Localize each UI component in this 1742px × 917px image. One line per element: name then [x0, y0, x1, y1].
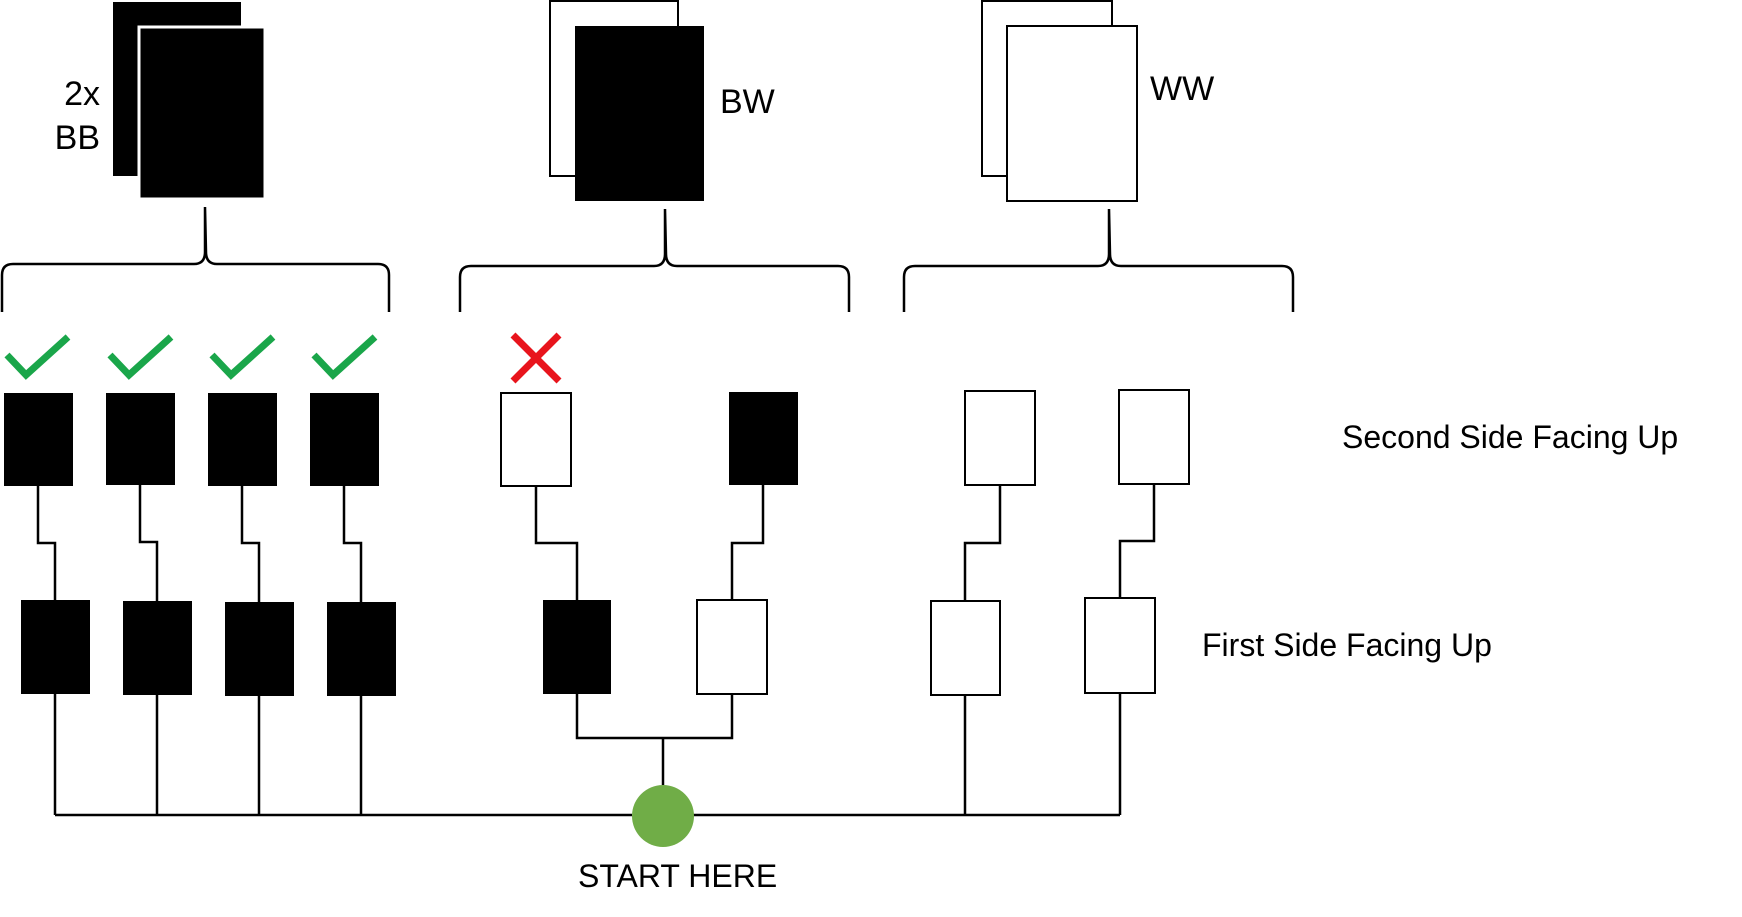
second-side-card: [964, 390, 1036, 486]
brace-bw: [458, 208, 851, 312]
cross-icon: [510, 332, 562, 384]
check-icon: [107, 334, 174, 380]
first-side-card: [123, 601, 192, 695]
start-here-label: START HERE: [578, 858, 778, 894]
first-side-label: First Side Facing Up: [1202, 627, 1492, 663]
card-bw-front: [575, 26, 704, 201]
connector: [534, 486, 579, 601]
connector: [240, 485, 261, 603]
second-side-card: [208, 393, 277, 486]
first-side-card: [543, 600, 611, 694]
second-side-row: [4, 389, 1190, 487]
connector: [36, 485, 57, 601]
start-circle-icon: [632, 785, 694, 847]
connector: [342, 485, 363, 603]
card-bb-group: [113, 2, 267, 201]
ww-card-label: WW: [1150, 70, 1215, 108]
first-side-row: [21, 597, 1156, 696]
check-icon: [311, 334, 378, 380]
second-side-card: [1118, 389, 1190, 485]
first-side-card: [327, 602, 396, 696]
connector: [730, 484, 765, 600]
card-ww-front: [1006, 25, 1138, 202]
card-bb-front: [137, 25, 267, 201]
tree-line: [575, 693, 734, 740]
bb-label-line2: BB: [54, 119, 100, 157]
second-side-card: [106, 393, 175, 485]
second-side-card: [4, 393, 73, 486]
bw-card-label: BW: [720, 83, 775, 121]
first-side-card: [930, 600, 1001, 696]
brace-bb: [0, 206, 391, 312]
first-side-card: [696, 599, 768, 695]
card-ww-group: [981, 0, 1138, 202]
second-side-card: [310, 393, 379, 486]
connector: [963, 485, 1002, 601]
card-connectors: [36, 484, 1156, 603]
check-icon: [209, 334, 276, 380]
start-tree: [53, 693, 1122, 817]
first-side-card: [225, 602, 294, 696]
marks: [4, 332, 562, 384]
card-bw-group: [549, 0, 704, 201]
check-icon: [4, 334, 71, 380]
second-side-label: Second Side Facing Up: [1342, 419, 1679, 455]
second-side-card: [500, 392, 572, 487]
brace-ww: [902, 208, 1295, 312]
bb-label-line1: 2x: [64, 75, 100, 113]
bb-card-label: 2x BB: [40, 72, 100, 160]
connector: [1118, 484, 1156, 598]
connector: [138, 484, 159, 602]
first-side-card: [21, 600, 90, 694]
second-side-card: [729, 392, 798, 485]
first-side-card: [1084, 597, 1156, 694]
braces: [0, 206, 1295, 312]
